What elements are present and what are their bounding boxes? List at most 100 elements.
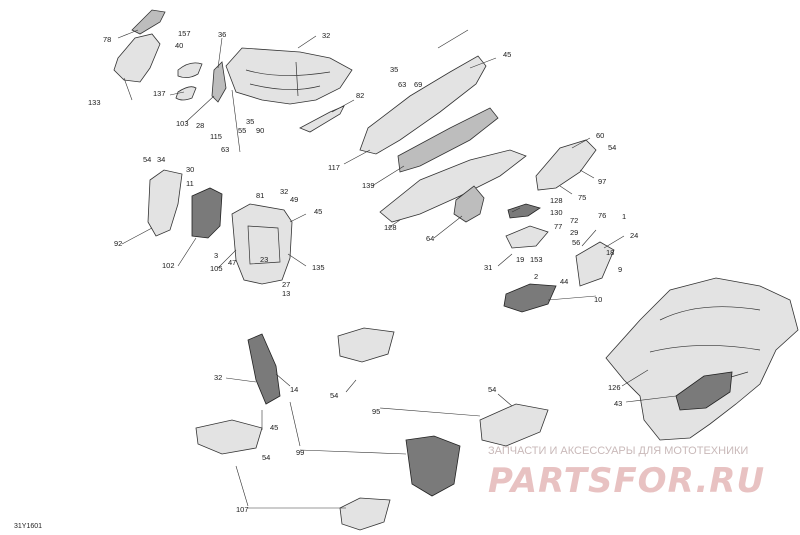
callout-95: 95: [372, 407, 380, 416]
callout-2: 2: [534, 272, 538, 281]
part-24: [575, 241, 615, 287]
part-right-body: [605, 277, 799, 441]
callout-32b: 32: [280, 187, 288, 196]
callout-27: 27: [282, 280, 290, 289]
callout-81: 81: [256, 191, 264, 200]
callout-130: 130: [550, 208, 563, 217]
callout-32c: 32: [214, 373, 222, 382]
callout-137: 137: [153, 89, 166, 98]
callout-44: 44: [560, 277, 568, 286]
callout-36: 36: [218, 30, 226, 39]
watermark-brand: PARTSFOR.RU: [488, 461, 765, 501]
callout-10: 10: [594, 295, 602, 304]
part-10: [503, 283, 557, 313]
callout-labels: 78 157 40 133 137 103 36 28 115 63 55 35…: [88, 29, 638, 514]
callout-75: 75: [578, 193, 586, 202]
callout-30: 30: [186, 165, 194, 174]
callout-77: 77: [554, 222, 562, 231]
part-upper-panel-detail: [245, 61, 331, 97]
callout-23: 23: [260, 255, 268, 264]
callout-32: 32: [322, 31, 330, 40]
part-135-inner: [247, 225, 281, 265]
callout-14: 14: [290, 385, 298, 394]
callout-128: 128: [384, 223, 397, 232]
callout-54b: 54: [143, 155, 151, 164]
part-99: [405, 435, 461, 497]
callout-47: 47: [228, 258, 236, 267]
part-139: [397, 107, 499, 173]
callout-90: 90: [256, 126, 264, 135]
part-60: [535, 139, 597, 191]
part-43-grille: [675, 371, 733, 411]
callout-107: 107: [236, 505, 249, 514]
part-103: [211, 61, 227, 103]
callout-55: 55: [238, 126, 246, 135]
part-tray-left: [195, 419, 263, 455]
leader-lines: [117, 29, 677, 509]
part-128: [379, 149, 527, 223]
part-137a: [177, 62, 203, 78]
callout-49: 49: [290, 195, 298, 204]
callout-64: 64: [426, 234, 434, 243]
part-64: [453, 185, 485, 223]
callout-76: 76: [598, 211, 606, 220]
part-vent-128: [507, 203, 541, 219]
callout-128b: 128: [550, 196, 563, 205]
part-135: [231, 203, 293, 285]
callout-1: 1: [622, 212, 626, 221]
callout-139: 139: [362, 181, 375, 190]
part-107: [339, 497, 391, 531]
callout-18: 18: [606, 248, 614, 257]
callout-102: 102: [162, 261, 175, 270]
callout-63b: 63: [398, 80, 406, 89]
callout-28: 28: [196, 121, 204, 130]
watermark-line: ЗАПЧАСТИ И АКСЕССУАРЫ ДЛЯ МОТОТЕХНИКИ: [488, 445, 748, 457]
callout-133: 133: [88, 98, 101, 107]
callout-24: 24: [630, 231, 638, 240]
part-vent-130: [505, 225, 549, 249]
part-133: [113, 33, 161, 83]
callout-31: 31: [484, 263, 492, 272]
callout-157: 157: [178, 29, 191, 38]
callout-43: 43: [614, 399, 622, 408]
callout-92: 92: [114, 239, 122, 248]
part-tray-center: [337, 327, 395, 363]
part-82: [299, 105, 345, 133]
callout-40: 40: [175, 41, 183, 50]
callout-97: 97: [598, 177, 606, 186]
part-117: [359, 55, 487, 155]
part-137b: [175, 86, 197, 101]
callout-56: 56: [572, 238, 580, 247]
part-14: [247, 333, 281, 405]
callout-11: 11: [186, 179, 194, 188]
callout-135: 135: [312, 263, 325, 272]
callout-45b: 45: [314, 207, 322, 216]
callout-9: 9: [618, 265, 622, 274]
callout-54c: 54: [262, 453, 270, 462]
callout-54d: 54: [330, 391, 338, 400]
part-tray-right: [479, 403, 549, 447]
part-92: [147, 169, 183, 237]
callout-153: 153: [530, 255, 543, 264]
drawing-code: 31Y1601: [14, 523, 42, 530]
callout-63: 63: [221, 145, 229, 154]
callout-3: 3: [214, 251, 218, 260]
callout-78: 78: [103, 35, 111, 44]
callout-54e: 54: [488, 385, 496, 394]
callout-45: 45: [503, 50, 511, 59]
callout-115: 115: [210, 132, 222, 141]
callout-54a: 54: [608, 143, 616, 152]
callout-69: 69: [414, 80, 422, 89]
callout-117: 117: [328, 163, 340, 172]
callout-19: 19: [516, 255, 524, 264]
callout-103: 103: [176, 119, 189, 128]
callout-99: 99: [296, 448, 304, 457]
callout-60: 60: [596, 131, 604, 140]
part-102: [191, 187, 223, 239]
callout-13: 13: [282, 289, 290, 298]
callout-35b: 35: [390, 65, 398, 74]
callout-105: 105: [210, 264, 223, 273]
callout-34: 34: [157, 155, 165, 164]
callout-45c: 45: [270, 423, 278, 432]
